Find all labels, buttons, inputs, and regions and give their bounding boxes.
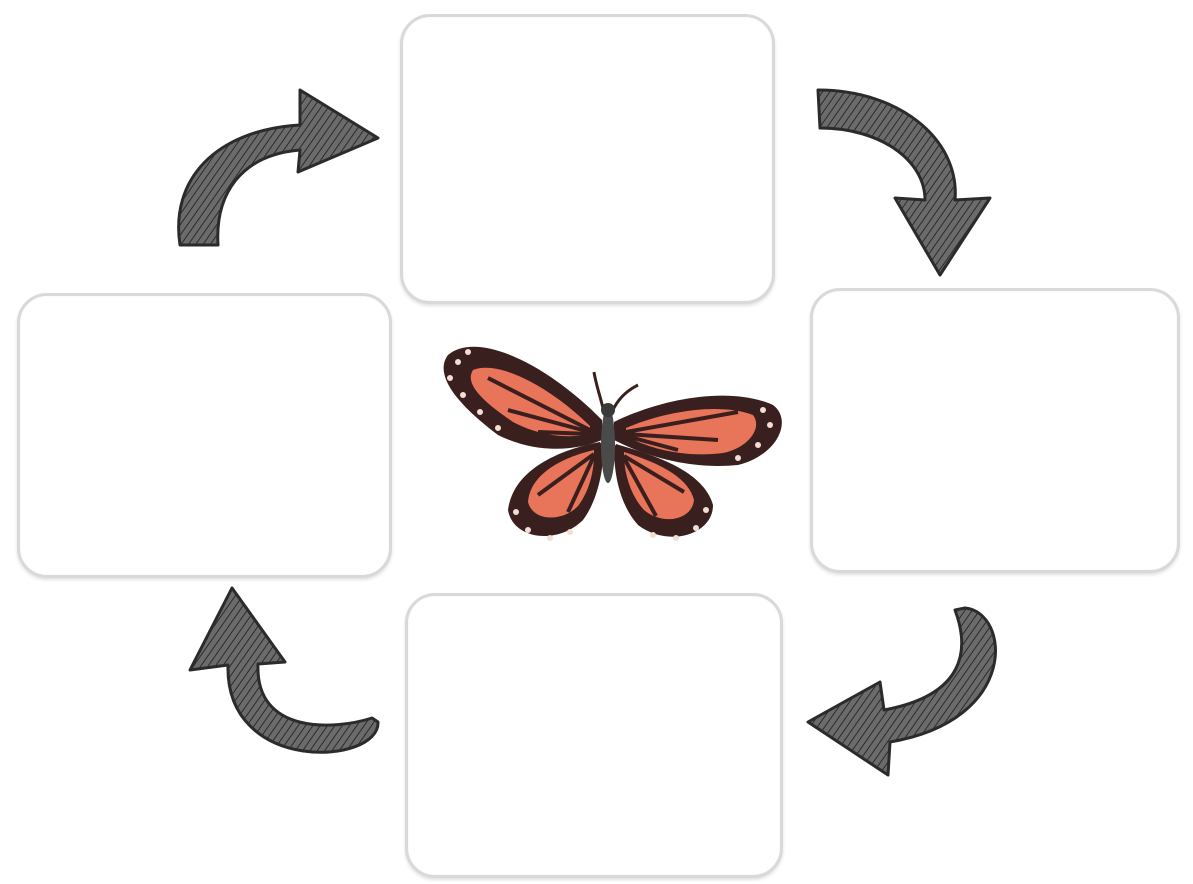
life-cycle-diagram (0, 0, 1193, 884)
butterfly-icon (0, 0, 1193, 884)
